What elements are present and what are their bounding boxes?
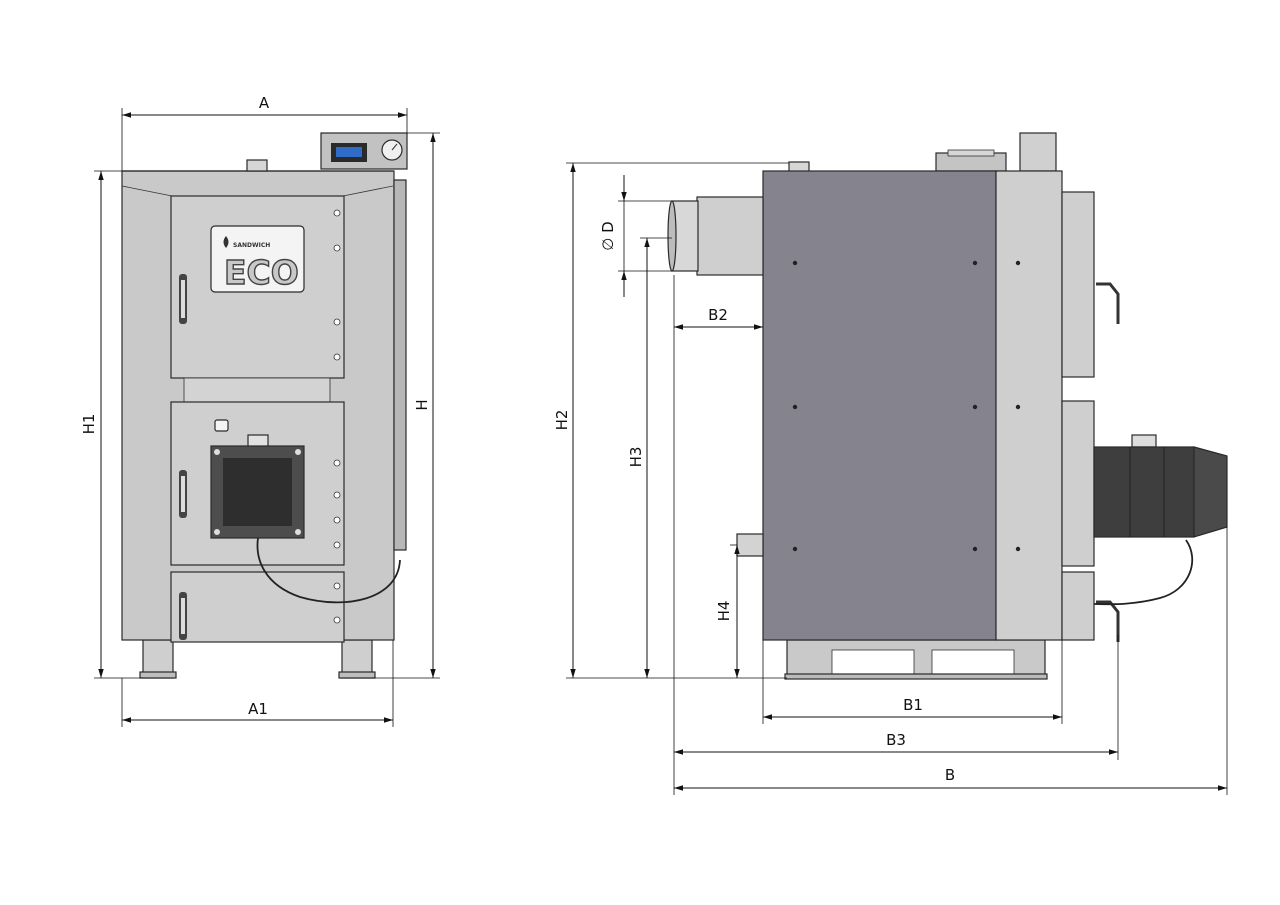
model-text: ECO: [224, 253, 299, 292]
dim-H: H: [372, 132, 440, 679]
dim-A: A: [121, 94, 408, 171]
front-flue-stub: [246, 159, 268, 172]
side-burner-cable: [1093, 539, 1194, 606]
dim-label-B1: B1: [903, 696, 923, 714]
dim-label-D: ∅ D: [599, 221, 617, 250]
dim-label-H3: H3: [627, 447, 645, 468]
dim-H3: H3: [627, 237, 672, 678]
dim-label-A: A: [259, 94, 270, 112]
dim-label-A1: A1: [248, 700, 268, 718]
dim-label-H2: H2: [553, 410, 571, 431]
side-fasteners: [792, 260, 1021, 552]
flue-outlet: [667, 196, 764, 276]
brand-logo: SANDWICH ECO: [210, 225, 305, 293]
side-view: ∅ D B2 H2 H3 H4: [553, 132, 1228, 795]
front-legs: [139, 639, 376, 679]
dim-B1: B1: [762, 640, 1063, 724]
lower-side-handle: [1096, 600, 1120, 642]
burner-window: [210, 445, 305, 539]
inlet-stub: [736, 533, 764, 557]
side-burner: [1093, 434, 1228, 538]
controller-box: [320, 132, 408, 170]
dim-label-B3: B3: [886, 731, 906, 749]
dim-H2: H2: [553, 162, 789, 679]
side-body-dark: [762, 170, 997, 641]
dim-label-B: B: [945, 766, 955, 784]
side-doors: [1061, 191, 1120, 642]
dim-H4: H4: [715, 544, 740, 678]
indicator-lamp: [214, 419, 229, 432]
controller-display: [336, 147, 362, 157]
side-rear-chimney: [1019, 132, 1057, 172]
dim-B2: B2: [673, 275, 763, 333]
upper-side-handle: [1096, 282, 1120, 324]
dim-D: ∅ D: [599, 175, 672, 297]
dim-label-H: H: [413, 399, 431, 410]
lower-door: [170, 571, 345, 643]
dim-B: B: [674, 527, 1228, 795]
dim-label-H1: H1: [80, 414, 98, 435]
flame-icon: [223, 236, 229, 248]
brand-text: SANDWICH: [233, 242, 270, 249]
side-base: [784, 639, 1048, 680]
dim-H1: H1: [80, 170, 143, 679]
dim-A1: A1: [121, 640, 394, 727]
front-view: SANDWICH ECO: [80, 94, 440, 727]
dim-B3: B3: [673, 333, 1119, 795]
side-body-light: [995, 170, 1063, 641]
middle-door: [170, 401, 345, 566]
burner-cable: [256, 537, 401, 604]
front-side-strip: [393, 179, 407, 551]
dim-label-B2: B2: [708, 306, 728, 324]
dim-label-H4: H4: [715, 601, 733, 622]
